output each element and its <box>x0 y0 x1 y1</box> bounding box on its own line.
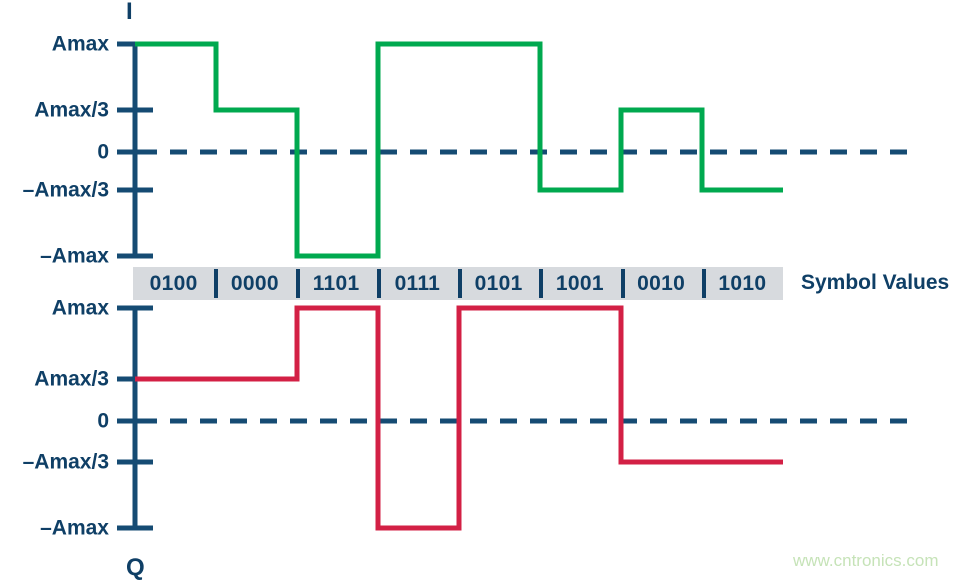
q-axis-label-neg-amax: –Amax <box>40 516 109 540</box>
i-axis-group <box>117 41 153 259</box>
i-axis-label-amax: Amax <box>51 32 109 56</box>
symbol-cell: 0010 <box>620 267 702 300</box>
i-waveform-trace <box>135 41 783 259</box>
q-axis-label-amax: Amax <box>51 296 109 320</box>
q-axis-label-neg-amax-third: –Amax/3 <box>22 450 109 474</box>
symbol-values-band: 0100 0000 1101 0111 0101 1001 0010 1010 <box>133 267 783 300</box>
q-axis-name: Q <box>126 554 145 581</box>
symbol-cell: 0101 <box>458 267 539 300</box>
symbol-cell: 0111 <box>376 267 458 300</box>
symbol-values-caption: Symbol Values <box>801 271 950 294</box>
watermark-text: www.cntronics.com <box>793 551 939 570</box>
symbol-cell: 1101 <box>295 267 377 300</box>
symbol-cell: 0000 <box>214 267 295 300</box>
i-axis-label-neg-amax-third: –Amax/3 <box>22 178 109 202</box>
i-axis-label-amax-third: Amax/3 <box>34 98 109 122</box>
i-axis-label-neg-amax: –Amax <box>40 244 109 268</box>
q-axis-group <box>117 305 153 531</box>
q-axis-label-zero: 0 <box>97 409 109 433</box>
i-axis-label-zero: 0 <box>97 140 109 164</box>
symbol-cell: 1010 <box>701 267 783 300</box>
symbol-cell: 1001 <box>539 267 620 300</box>
q-waveform-trace <box>135 305 783 531</box>
q-axis-label-amax-third: Amax/3 <box>34 367 109 391</box>
symbol-cell: 0100 <box>149 271 198 295</box>
i-axis-name: I <box>126 0 133 25</box>
